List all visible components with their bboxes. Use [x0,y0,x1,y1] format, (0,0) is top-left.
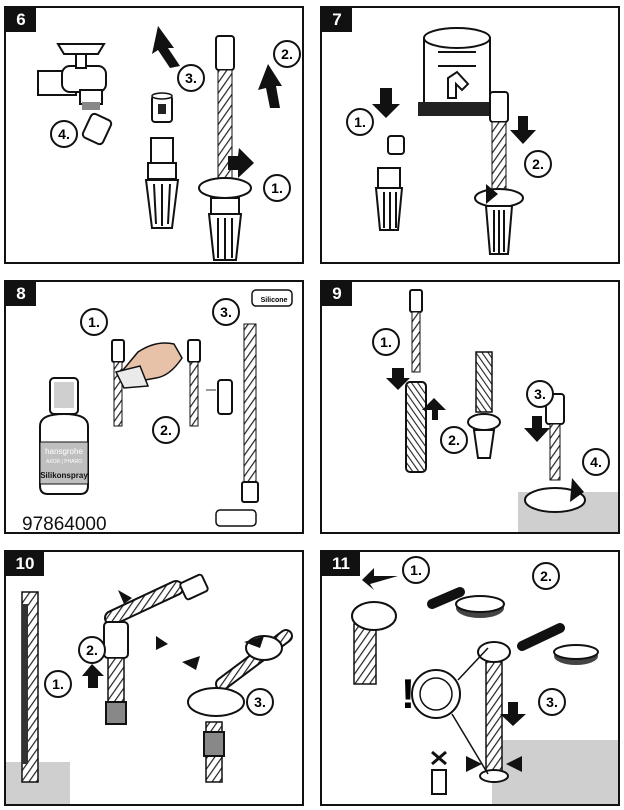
step-badge-1 [263,174,291,202]
arrow-icon [362,568,526,772]
step-badge-1 [402,556,430,584]
step-label: 2. [540,568,552,584]
step-badge-2 [532,562,560,590]
step-badge-2 [440,426,468,454]
step-badge-3 [538,688,566,716]
filter-insert-icon [151,92,173,123]
hose-icon [198,35,252,261]
warning-icon: ! [401,670,415,717]
step-badge-3 [212,298,240,326]
faucet-icon [37,43,107,110]
product-name-label: Silikonspray [40,471,88,480]
panel-number: 7 [322,8,352,32]
panel-number: 6 [6,8,36,32]
step-label: 1. [52,676,64,692]
arrow-icon [386,368,584,502]
filter-insert-icon [387,135,405,155]
step-label: 2. [160,422,172,438]
step-label: 1. [271,180,283,196]
hose-icon [474,91,524,255]
arrow-icon [82,590,264,688]
step-badge-1 [44,670,72,698]
step-label: 2. [281,46,293,62]
silicone-tube-label: Silicone [261,297,288,304]
step-label: 1. [380,334,392,350]
step-label: 2. [448,432,460,448]
part-number: 97864000 [22,514,107,534]
arrow-icon [152,26,282,178]
step-badge-1 [80,308,108,336]
step-badge-2 [524,150,552,178]
step-label: 1. [88,314,100,330]
panel-8-illustration: hansgrohe AXOR | PHARO Silikonspray Sili… [39,289,293,527]
step-badge-2 [273,40,301,68]
step-label: 2. [532,156,544,172]
panel-step-8: 8 hansgrohe AXOR | PHARO Silikonspray [4,280,304,534]
hose-icon [405,289,565,481]
hose-icon [351,601,511,783]
hose-icon [111,323,259,503]
surface [492,740,618,804]
panel-step-7: 7 1. [320,6,620,264]
brand-label: hansgrohe [45,447,83,456]
panel-10-illustration: 1. 2. 3. [6,573,293,804]
spray-bottle-icon [39,377,89,495]
step-badge-4 [582,448,610,476]
step-label: 2. [86,642,98,658]
step-label: 3. [220,304,232,320]
panel-6-illustration: 3. 2. 1. 4. [37,26,301,261]
step-badge-1 [372,328,400,356]
shower-head-icon [427,587,599,665]
step-label: 4. [590,454,602,470]
aerator-wrench-icon [81,112,113,146]
step-label: 3. [546,694,558,710]
spray-can-icon [206,379,233,415]
arrow-icon [372,88,536,204]
panel-number: 10 [6,552,44,576]
step-label: 3. [185,70,197,86]
step-label: 3. [534,386,546,402]
panel-9-illustration: 1. 2. 3. 4. [372,289,618,532]
panel-number: 8 [6,282,36,306]
tap-handle-icon [431,750,447,795]
step-label: 1. [410,562,422,578]
step-badge-3 [246,688,274,716]
panel-number: 11 [322,552,360,576]
step-badge-2 [78,636,106,664]
cleaning-cup-icon [418,27,496,116]
panel-step-11: 11 ! [320,550,620,806]
step-badge-1 [346,108,374,136]
panel-7-illustration: 1. 2. [346,27,552,255]
panel-11-illustration: ! 1. 2. 3. [351,556,618,804]
panel-step-9: 9 1. 2. 3. 4 [320,280,620,534]
step-badge-2 [152,416,180,444]
seal-ring-icon [411,647,489,775]
panel-step-6: 6 [4,6,304,264]
panel-step-10: 10 1. 2. [4,550,304,806]
silicone-tube-icon [215,289,293,527]
step-badge-3 [526,380,554,408]
step-badge-4 [50,120,78,148]
brand-sub-label: AXOR | PHARO [46,459,82,465]
step-label: 3. [254,694,266,710]
fitting-icon [374,167,404,231]
fitting-icon [144,137,180,229]
panel-number: 9 [322,282,352,306]
step-label: 1. [354,114,366,130]
step-label: 4. [58,126,70,142]
hand-icon [114,342,183,389]
step-badge-3 [177,64,205,92]
base-plate-icon [518,487,618,532]
